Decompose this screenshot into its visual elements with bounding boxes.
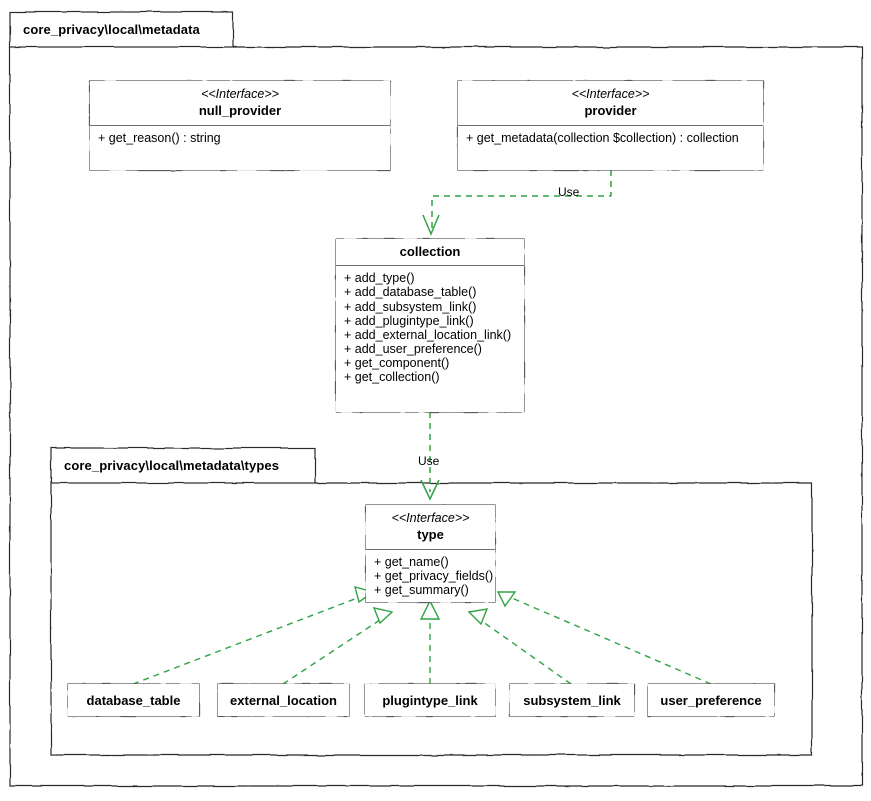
class-header: collection <box>336 239 524 265</box>
class-external-location[interactable]: external_location <box>218 684 349 716</box>
class-title: external_location <box>230 692 337 708</box>
class-type[interactable]: <<Interface>> type + get_name() + get_pr… <box>366 505 495 602</box>
edge-user-preference-type <box>496 591 712 685</box>
class-member: + get_reason() : string <box>98 130 221 145</box>
edge-label-use-collection-type: Use <box>418 454 440 468</box>
class-title: subsystem_link <box>523 692 621 708</box>
class-title: null_provider <box>198 102 282 118</box>
class-null-provider[interactable]: <<Interface>> null_provider + get_reason… <box>90 81 390 170</box>
class-member: + add_external_location_link() <box>344 327 512 342</box>
class-stereotype: <<Interface>> <box>201 87 279 101</box>
class-divider <box>336 265 524 267</box>
package-frame-types <box>50 447 813 756</box>
class-title: type <box>417 526 444 542</box>
class-user-preference[interactable]: user_preference <box>648 684 774 716</box>
class-member: + get_metadata(collection $collection) :… <box>466 130 739 145</box>
class-divider <box>458 124 763 126</box>
edge-collection-type <box>420 412 440 501</box>
class-subsystem-link[interactable]: subsystem_link <box>510 684 634 716</box>
class-title: user_preference <box>660 692 762 708</box>
class-stereotype: <<Interface>> <box>571 87 650 101</box>
class-member: + add_plugintype_link() <box>344 313 474 328</box>
edge-provider-collection <box>422 170 612 236</box>
class-header: <<Interface>> null_provider <box>90 81 390 125</box>
class-member: + get_collection() <box>344 370 440 385</box>
class-header: <<Interface>> type <box>366 505 495 549</box>
class-members: + add_type() + add_database_table() + ad… <box>336 266 524 389</box>
package-label-types: core_privacy\local\metadata\types <box>64 458 280 473</box>
class-collection[interactable]: collection + add_type() + add_database_t… <box>336 239 524 412</box>
edge-subsystem-link-type <box>467 608 572 685</box>
class-header: <<Interface>> provider <box>458 81 763 125</box>
class-member: + add_database_table() <box>344 285 477 300</box>
class-title: plugintype_link <box>382 692 478 708</box>
edge-database-table-type <box>132 585 375 685</box>
class-title: collection <box>399 244 461 259</box>
class-plugintype-link[interactable]: plugintype_link <box>365 684 495 716</box>
package-label-metadata: core_privacy\local\metadata <box>23 22 200 37</box>
class-title: provider <box>584 102 637 118</box>
class-member: + get_component() <box>344 356 450 370</box>
class-member: + add_subsystem_link() <box>344 299 477 314</box>
class-provider[interactable]: <<Interface>> provider + get_metadata(co… <box>458 81 763 170</box>
edge-external-location-type <box>282 607 394 685</box>
class-member: + add_type() <box>344 271 415 286</box>
class-member: + get_privacy_fields() <box>374 569 494 583</box>
edge-label-use-provider-collection: Use <box>558 185 580 199</box>
package-frame-metadata <box>9 11 863 787</box>
class-divider <box>90 124 390 126</box>
class-title: database_table <box>86 692 181 708</box>
class-members: + get_name() + get_privacy_fields() + ge… <box>366 550 495 602</box>
class-members: + get_reason() : string <box>90 126 390 150</box>
class-database-table[interactable]: database_table <box>68 684 199 716</box>
class-member: + add_user_preference() <box>344 341 482 356</box>
class-member: + get_name() <box>374 554 449 569</box>
class-divider <box>366 548 495 550</box>
class-member: + get_summary() <box>374 583 469 598</box>
class-stereotype: <<Interface>> <box>391 511 470 525</box>
edge-plugintype-link-type <box>419 599 441 684</box>
class-members: + get_metadata(collection $collection) :… <box>458 126 763 150</box>
